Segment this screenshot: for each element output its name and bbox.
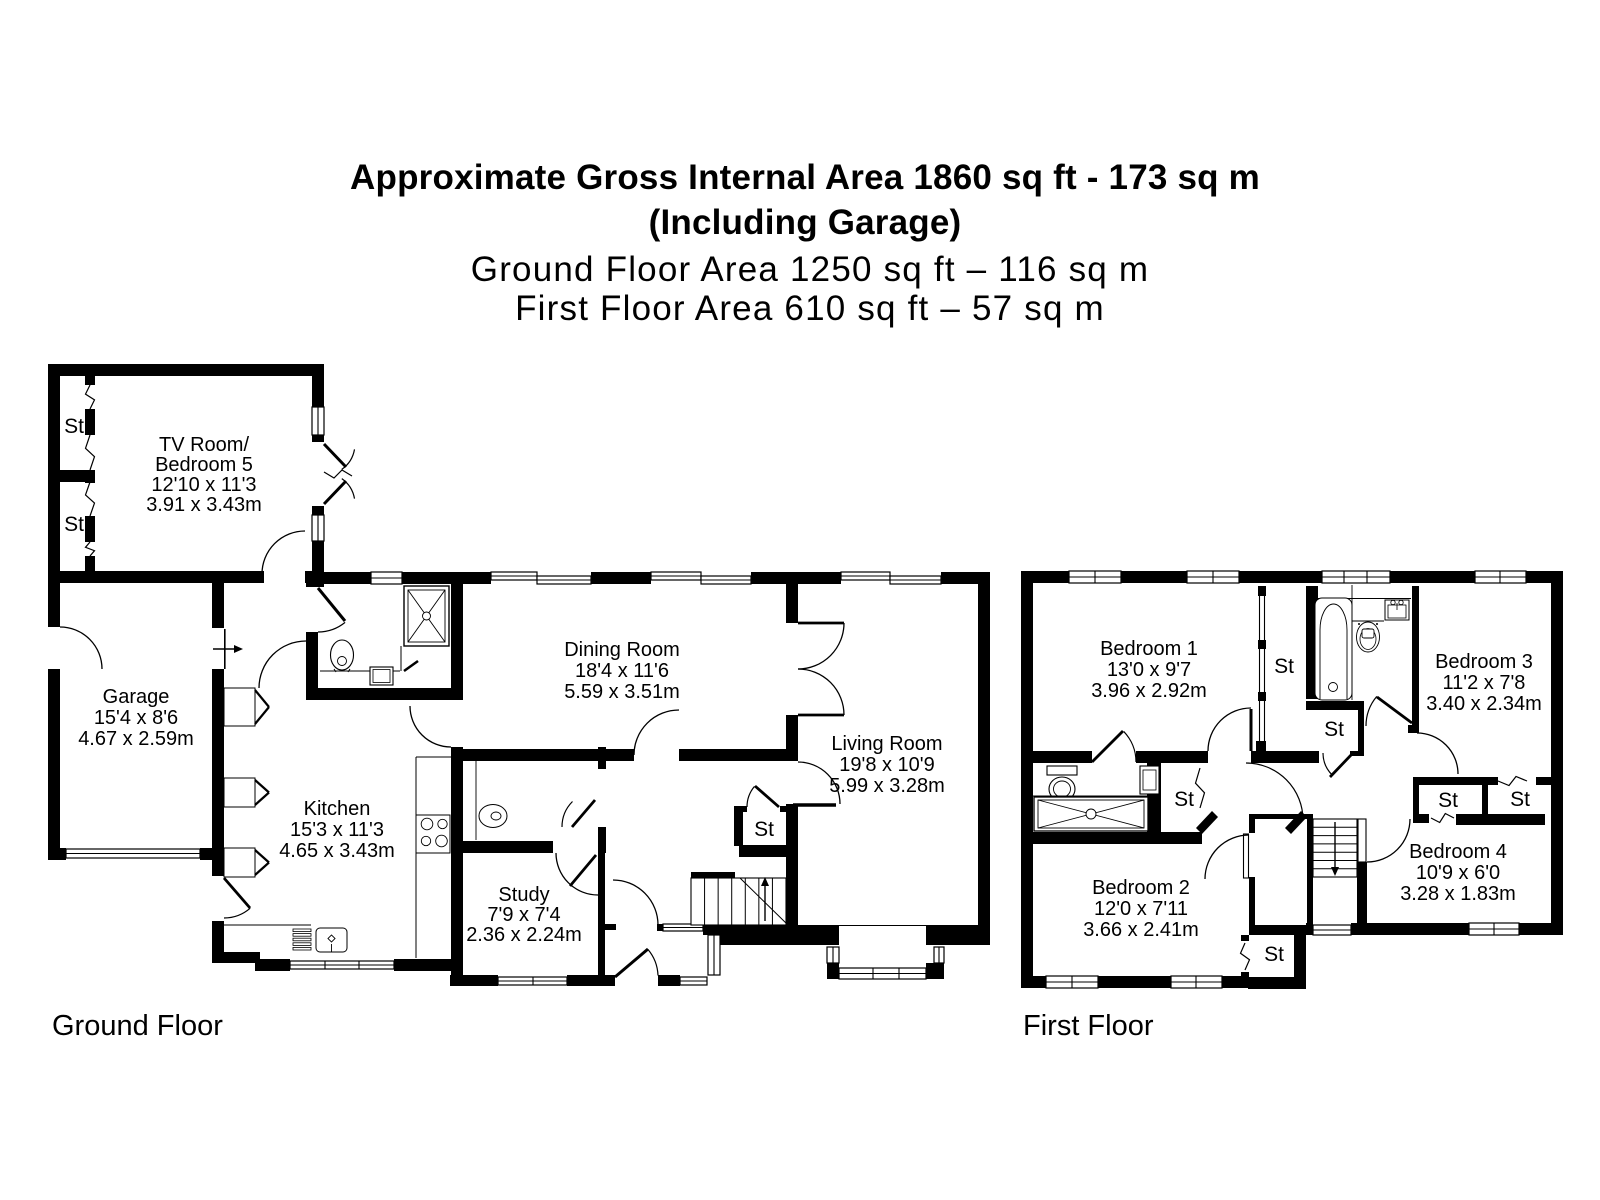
svg-text:St: St	[754, 818, 774, 841]
svg-text:St: St	[64, 513, 84, 536]
svg-text:TV Room/Bedroom 512'10 x 11'33: TV Room/Bedroom 512'10 x 11'33.91 x 3.43…	[146, 434, 262, 516]
svg-text:St: St	[1274, 655, 1294, 678]
svg-text:St: St	[1438, 789, 1458, 812]
svg-text:St: St	[1324, 718, 1344, 741]
svg-text:(Including Garage): (Including Garage)	[649, 203, 962, 242]
svg-text:St: St	[64, 415, 84, 438]
svg-text:St: St	[1264, 943, 1284, 966]
svg-text:Bedroom 113'0 x 9'73.96 x 2.92: Bedroom 113'0 x 9'73.96 x 2.92m	[1091, 638, 1207, 702]
svg-text:Ground Floor: Ground Floor	[52, 1010, 223, 1042]
svg-text:Bedroom 311'2 x 7'83.40 x 2.34: Bedroom 311'2 x 7'83.40 x 2.34m	[1426, 651, 1542, 715]
svg-text:Approximate Gross Internal Are: Approximate Gross Internal Area 1860 sq …	[350, 158, 1260, 197]
svg-text:Bedroom 212'0 x 7'113.66 x 2.4: Bedroom 212'0 x 7'113.66 x 2.41m	[1083, 877, 1199, 941]
svg-text:St: St	[1174, 788, 1194, 811]
svg-text:St: St	[1510, 788, 1530, 811]
svg-text:Bedroom 410'9 x 6'03.28 x 1.83: Bedroom 410'9 x 6'03.28 x 1.83m	[1400, 841, 1516, 905]
svg-text:First Floor: First Floor	[1023, 1010, 1154, 1042]
svg-text:Ground Floor Area 1250 sq ft –: Ground Floor Area 1250 sq ft – 116 sq m	[471, 250, 1149, 289]
svg-text:First Floor Area 610 sq ft – 5: First Floor Area 610 sq ft – 57 sq m	[515, 289, 1105, 328]
